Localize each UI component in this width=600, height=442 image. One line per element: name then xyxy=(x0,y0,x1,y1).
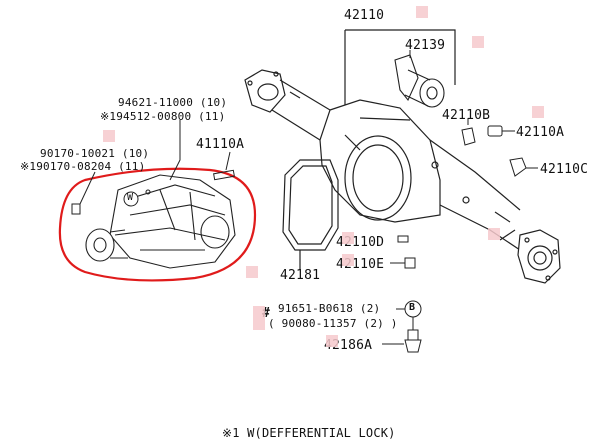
marker xyxy=(416,6,428,18)
bushing-42110B xyxy=(461,118,476,146)
callout-B: B xyxy=(409,302,416,313)
marker xyxy=(342,232,354,244)
marker xyxy=(326,335,338,347)
marker xyxy=(532,106,544,118)
label-90170: 90170-10021 (10) xyxy=(40,147,150,160)
marker xyxy=(472,36,484,48)
marker xyxy=(253,306,265,318)
label-42110: 42110 xyxy=(344,8,385,23)
gasket-42181 xyxy=(282,159,339,270)
bolt-group-B xyxy=(382,300,422,353)
label-90080: ( 90080-11357 (2) ) xyxy=(268,317,398,330)
label-42110B: 42110B xyxy=(442,108,491,123)
differential-carrier xyxy=(85,174,236,269)
bracket-42110 xyxy=(344,29,456,110)
callout-hash: # xyxy=(262,306,271,321)
highlight-circle xyxy=(58,167,257,282)
label-42139: 42139 xyxy=(405,38,446,53)
label-190170: ※190170-08204 (11) xyxy=(20,160,146,173)
plug-90170 xyxy=(71,171,96,215)
fitting-42110C xyxy=(509,157,538,177)
marker xyxy=(342,254,354,266)
marker xyxy=(253,318,265,330)
nut-42110A xyxy=(487,125,515,137)
label-194512: ※194512-00800 (11) xyxy=(100,110,226,123)
callout-circle-W xyxy=(123,191,139,207)
leader-94621 xyxy=(169,120,181,181)
marker xyxy=(246,266,258,278)
marker xyxy=(103,130,115,142)
label-91651: 91651-B0618 (2) xyxy=(278,302,381,315)
label-42181: 42181 xyxy=(280,268,321,283)
callout-W: W xyxy=(127,192,134,203)
marker xyxy=(488,228,500,240)
label-41110A: 41110A xyxy=(196,137,245,152)
stud-41110A xyxy=(213,151,235,181)
label-42110A: 42110A xyxy=(516,125,565,140)
label-42110C: 42110C xyxy=(540,162,589,177)
footnote: ※1 W(DEFFERENTIAL LOCK) xyxy=(222,426,396,440)
axle-housing xyxy=(244,69,561,284)
leaders-42110D-E xyxy=(390,235,416,269)
breather-42139 xyxy=(394,54,445,108)
label-94621: 94621-11000 (10) xyxy=(118,96,228,109)
